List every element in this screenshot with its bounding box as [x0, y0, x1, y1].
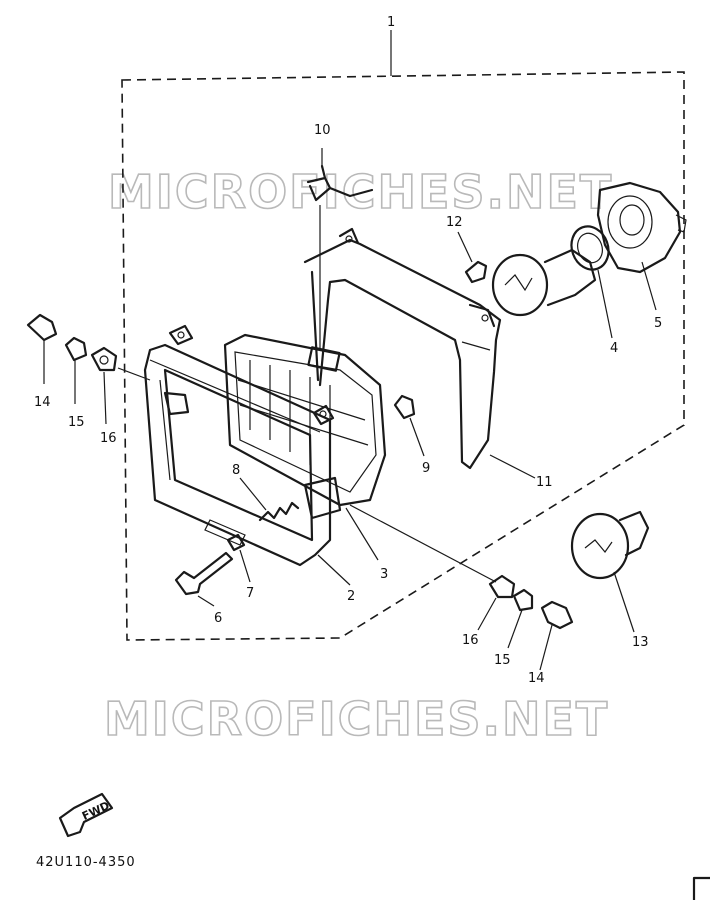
mount-screw [174, 533, 251, 607]
watermark-bottom: MICROFICHES.NET [104, 692, 609, 746]
callout-8: 8 [232, 463, 240, 478]
callout-7: 7 [246, 586, 254, 601]
callout-14a: 14 [34, 395, 51, 410]
callout-9: 9 [422, 461, 430, 476]
callout-3: 3 [380, 567, 388, 582]
callout-4: 4 [610, 341, 618, 356]
callout-15a: 15 [68, 415, 85, 430]
wire-clip [306, 148, 374, 350]
callout-11: 11 [536, 475, 553, 490]
headlight-bracket [303, 227, 502, 470]
headlight-bulb [491, 225, 613, 339]
callout-16a: 16 [100, 431, 117, 446]
sealed-beam-unit [223, 333, 387, 520]
callout-2: 2 [347, 589, 355, 604]
callout-13: 13 [632, 635, 649, 650]
leader-11 [489, 454, 536, 479]
headlight-rim [143, 324, 335, 567]
fwd-arrow-icon: FWD [58, 792, 114, 838]
callout-14b: 14 [528, 671, 545, 686]
callout-1: 1 [387, 15, 395, 30]
assembly-boundary [121, 71, 685, 641]
callout-5: 5 [654, 316, 662, 331]
adjust-nut [393, 394, 425, 457]
callout-6: 6 [214, 611, 222, 626]
callout-12: 12 [446, 215, 463, 230]
catalog-code: 42U110-4350 [36, 855, 136, 870]
adjust-screw-right [349, 504, 574, 671]
spare-bulb [570, 510, 650, 633]
leader-3 [345, 507, 379, 561]
corner-mark [692, 876, 710, 900]
adjust-screw-left [26, 313, 151, 425]
leader-2 [317, 554, 351, 586]
pilot-bulb [457, 231, 488, 284]
callout-15b: 15 [494, 653, 511, 668]
watermark-top: MICROFICHES.NET [108, 165, 613, 219]
callout-16b: 16 [462, 633, 479, 648]
adjust-spring [239, 477, 300, 522]
bulb-cover [596, 181, 687, 311]
callout-10: 10 [314, 123, 331, 138]
